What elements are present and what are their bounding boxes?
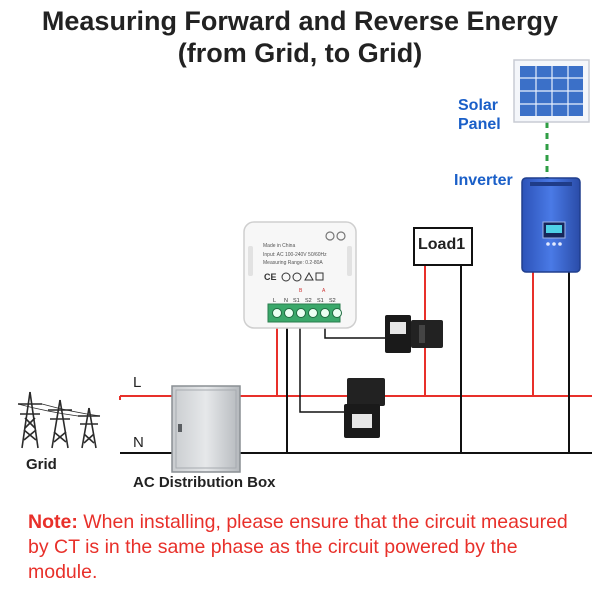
terminal-a-s1-label: S1: [317, 298, 324, 304]
energy-meter-module: Made in China Input: AC 100-240V 50/60Hz…: [243, 221, 357, 329]
diagram-title: Measuring Forward and Reverse Energy: [41, 6, 559, 36]
note-prefix: Note:: [28, 511, 78, 533]
distribution-box-label: AC Distribution Box: [133, 474, 276, 491]
channel-b-label: B: [299, 288, 303, 294]
solar-panel-icon: [513, 59, 590, 123]
ct-b-signal-wire: [299, 325, 350, 413]
terminal-b-s2-label: S2: [305, 298, 312, 304]
ac-distribution-box-icon: [171, 385, 241, 473]
terminal-a-s2-label: S2: [329, 298, 336, 304]
ct-a-signal-wire: [324, 325, 388, 339]
load-label: Load1: [418, 236, 466, 253]
installation-note: Note: When installing, please ensure tha…: [28, 510, 588, 585]
module-made-in-text: Made in China: [263, 243, 295, 249]
inverter-label: Inverter: [454, 172, 513, 189]
ct-clamp-b-icon: [344, 378, 385, 438]
svg-text:CE: CE: [264, 272, 277, 282]
grid-label: Grid: [26, 456, 57, 473]
channel-a-label: A: [322, 288, 326, 294]
module-input-text: Input: AC 100-240V 50/60Hz: [263, 252, 327, 258]
terminal-l-label: L: [273, 298, 276, 304]
ct-clamp-a-icon: [385, 315, 443, 353]
terminal-b-s1-label: S1: [293, 298, 300, 304]
certification-marks-icon: CE: [264, 271, 324, 282]
diagram-subtitle: (from Grid, to Grid): [177, 38, 423, 68]
live-line-label: L: [133, 374, 142, 391]
note-text: When installing, please ensure that the …: [28, 511, 568, 583]
solar-panel-label: Solar Panel: [458, 97, 501, 133]
neutral-line-label: N: [133, 434, 144, 451]
terminal-n-label: N: [284, 298, 288, 304]
load-box: [413, 227, 473, 266]
transmission-tower-icon: [17, 391, 101, 449]
module-range-text: Measuring Range: 0.2-80A: [263, 260, 323, 266]
inverter-icon: [521, 177, 581, 273]
